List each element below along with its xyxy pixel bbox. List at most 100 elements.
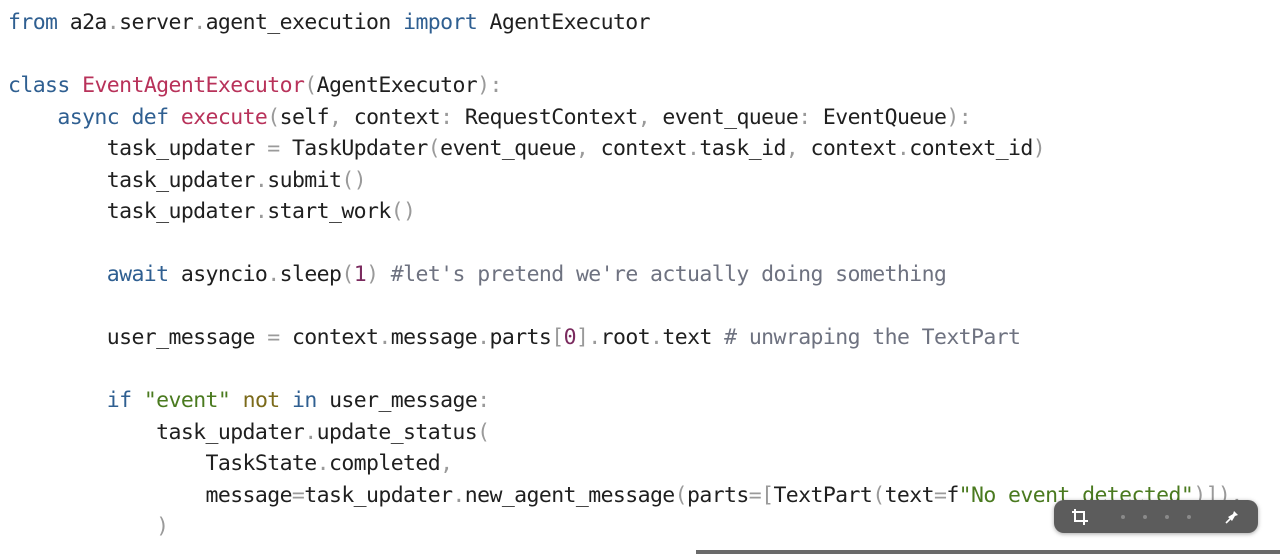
code-token: , <box>785 136 799 161</box>
code-token: task_updater <box>8 199 256 224</box>
code-token <box>70 73 82 98</box>
code-token: asyncio <box>168 262 268 287</box>
code-line: ) <box>8 511 1243 543</box>
code-token: = <box>291 482 305 508</box>
code-line: task_updater.submit() <box>8 165 1243 197</box>
code-token: #let's pretend we're actually doing some… <box>390 262 947 287</box>
code-token: = <box>267 325 280 350</box>
toolbar-dot <box>1187 514 1191 519</box>
code-line: await asyncio.sleep(1) #let's pretend we… <box>8 259 1243 291</box>
code-token: ( <box>674 482 688 508</box>
code-token: ) <box>366 262 379 287</box>
toolbar-placeholder <box>1121 514 1191 519</box>
pin-button[interactable] <box>1220 505 1244 529</box>
code-line: task_updater.update_status( <box>8 417 1243 449</box>
code-token: text <box>884 482 935 508</box>
code-token: update_status <box>316 419 478 445</box>
code-token: task_updater <box>8 167 256 193</box>
code-token: message <box>8 482 293 508</box>
code-token: ( <box>477 419 490 445</box>
code-line <box>8 39 1243 71</box>
code-token: sleep <box>279 262 342 287</box>
code-token: ): <box>477 73 502 98</box>
code-token: self <box>279 104 330 130</box>
code-line: async def execute(self, context: Request… <box>8 102 1243 134</box>
code-token: ): <box>946 104 972 130</box>
code-token: message <box>390 325 478 350</box>
code-token: TaskState <box>8 451 318 476</box>
code-token: . <box>193 10 206 35</box>
code-token: ( <box>304 73 317 98</box>
code-token: . <box>254 167 268 193</box>
code-token: submit <box>267 167 342 193</box>
code-token: . <box>687 136 700 161</box>
code-token: ( <box>341 262 354 287</box>
toolbar-dot <box>1165 514 1169 519</box>
code-token: 0 <box>563 325 577 350</box>
code-token: , <box>440 451 453 476</box>
code-line <box>8 228 1243 260</box>
code-token: context <box>798 136 898 161</box>
code-token: await <box>106 262 169 287</box>
code-line <box>8 354 1243 386</box>
code-token: task_updater <box>8 136 268 161</box>
code-token: AgentExecutor <box>316 73 478 98</box>
code-token: () <box>341 167 367 193</box>
code-token <box>8 262 107 287</box>
code-block: from a2a.server.agent_execution import A… <box>8 7 1243 543</box>
code-token: . <box>452 482 465 508</box>
code-token <box>169 105 181 130</box>
code-token: class <box>8 73 70 98</box>
code-token: TextPart <box>773 482 873 508</box>
code-token: ) <box>156 514 169 539</box>
code-token: : <box>440 104 453 130</box>
code-token: = <box>267 136 280 161</box>
code-token <box>131 388 143 413</box>
code-line: class EventAgentExecutor(AgentExecutor): <box>8 70 1243 102</box>
code-token: TaskUpdater <box>279 136 428 161</box>
code-token: context <box>588 136 688 161</box>
toolbar-dot <box>1121 514 1125 519</box>
code-token: . <box>267 262 280 287</box>
code-token: ]. <box>575 325 601 350</box>
code-token: [ <box>551 325 564 350</box>
code-token: , <box>329 104 342 130</box>
code-token: ) <box>1032 136 1046 161</box>
code-token <box>8 514 156 539</box>
code-token: parts <box>489 325 552 350</box>
toolbar-dot <box>1143 514 1147 519</box>
code-token: event_queue <box>650 104 799 130</box>
code-token: start_work <box>267 199 391 224</box>
code-token: event_queue <box>440 136 576 161</box>
bottom-divider <box>696 550 1280 554</box>
code-token: . <box>106 10 120 35</box>
code-token: . <box>378 325 391 350</box>
code-token: if <box>106 388 132 413</box>
code-token: not <box>242 388 281 413</box>
crop-button[interactable] <box>1068 505 1092 529</box>
code-token: task_updater <box>304 482 453 508</box>
code-token: context <box>341 104 441 130</box>
code-token <box>378 262 390 287</box>
code-token: in <box>292 388 317 413</box>
pin-icon <box>1225 510 1238 524</box>
code-line: task_updater.start_work() <box>8 196 1243 228</box>
code-token: . <box>477 325 490 350</box>
code-line: TaskState.completed, <box>8 448 1243 480</box>
code-token: 1 <box>353 262 367 287</box>
code-token <box>8 105 57 130</box>
code-token: "event" <box>143 388 231 413</box>
code-token: () <box>390 199 416 224</box>
code-token <box>230 388 242 413</box>
code-token: . <box>650 325 663 350</box>
code-token: , <box>637 104 651 130</box>
code-token: from <box>8 10 58 35</box>
code-token: = <box>933 482 947 508</box>
code-token: =[ <box>748 482 774 508</box>
code-token: . <box>254 199 268 224</box>
code-token: user_message <box>316 388 478 413</box>
code-token: text <box>662 325 725 350</box>
code-token: server <box>119 10 194 35</box>
code-token: ( <box>267 104 280 130</box>
code-token: . <box>316 451 330 476</box>
